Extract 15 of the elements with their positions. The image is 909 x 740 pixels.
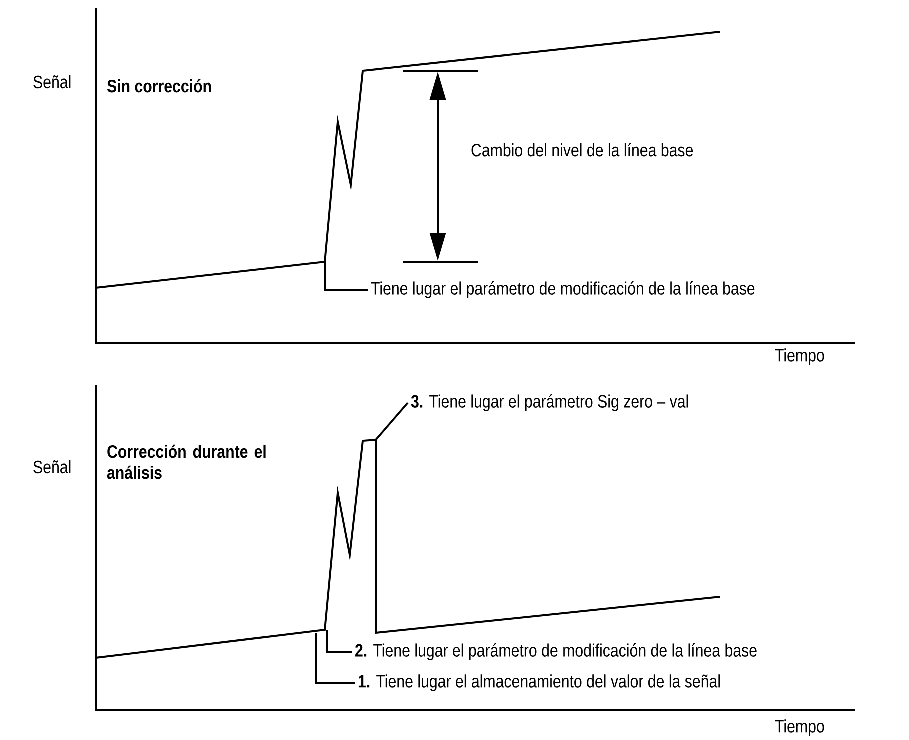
- callout-text: 1. Tiene lugar el almacenamiento del valor de la señal: [358, 674, 720, 692]
- callout-text: Tiene lugar el parámetro de modificación de la línea base: [371, 282, 755, 298]
- leader-line: [315, 633, 355, 684]
- axis-label: Cambio del nivel de la línea base: [472, 143, 694, 157]
- axis-label: Señal: [34, 75, 71, 89]
- leader-line: [375, 402, 409, 441]
- axis-label: Tiempo: [775, 720, 824, 736]
- callout-text: 2. Tiene lugar el parámetro de modificación de la línea base: [356, 644, 757, 660]
- axis-label: Tiempo: [775, 348, 824, 366]
- axis-label: Corrección durante el análisis: [107, 444, 266, 480]
- axis-label: Señal: [34, 460, 71, 474]
- axis-label: Sin corrección: [107, 79, 212, 93]
- leader-line: [324, 262, 368, 291]
- leader-line: [326, 630, 352, 653]
- callout-text: 3. Tiene lugar el parámetro Sig zero – val: [411, 394, 688, 412]
